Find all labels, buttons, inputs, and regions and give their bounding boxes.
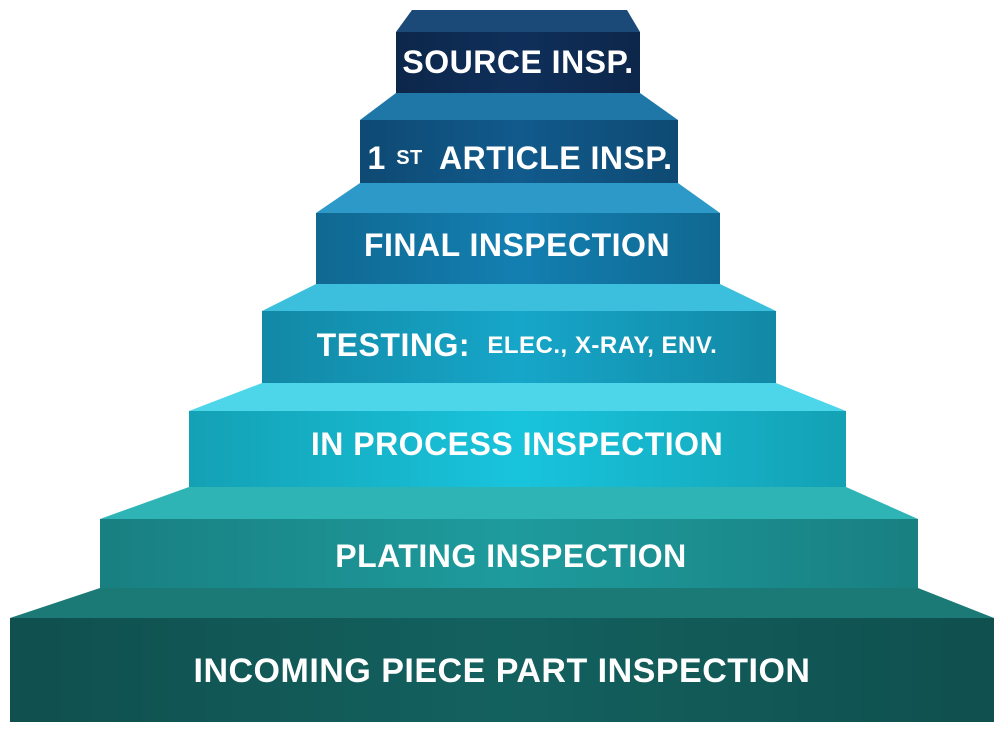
step-shading — [100, 519, 918, 588]
step-label: PLATING INSPECTION — [335, 538, 687, 574]
step-plating-inspection: PLATING INSPECTION — [100, 487, 918, 588]
step-label: TESTING: ELEC., X-RAY, ENV. — [317, 327, 718, 363]
step-top — [262, 284, 776, 311]
step-label-ordinal: ST — [396, 147, 423, 169]
step-top — [10, 588, 994, 618]
step-top — [316, 183, 720, 213]
step-shading — [316, 213, 720, 284]
step-shading — [360, 120, 678, 183]
step-first-article-insp: 1 ST ARTICLE INSP. — [360, 93, 678, 183]
step-source-insp: SOURCE INSP. — [396, 10, 640, 93]
step-label-main: TESTING: — [317, 327, 470, 363]
step-top — [100, 487, 918, 519]
step-label-rest: ARTICLE INSP. — [439, 140, 673, 176]
step-final-inspection: FINAL INSPECTION — [316, 183, 720, 284]
step-testing: TESTING: ELEC., X-RAY, ENV. — [262, 284, 776, 383]
step-label-number: 1 — [368, 140, 386, 176]
step-label: INCOMING PIECE PART INSPECTION — [194, 652, 811, 690]
step-top — [360, 93, 678, 120]
step-shading — [189, 411, 846, 487]
step-top — [189, 383, 846, 411]
step-label: 1 ST ARTICLE INSP. — [368, 140, 673, 176]
step-shading — [10, 618, 994, 722]
step-shading — [396, 32, 640, 93]
step-label: IN PROCESS INSPECTION — [311, 426, 723, 462]
step-label: FINAL INSPECTION — [364, 227, 670, 263]
step-shading — [262, 311, 776, 383]
step-label-sub: ELEC., X-RAY, ENV. — [487, 332, 717, 359]
step-label: SOURCE INSP. — [402, 44, 633, 80]
step-incoming-piece-part-inspection: INCOMING PIECE PART INSPECTION — [10, 588, 994, 722]
step-in-process-inspection: IN PROCESS INSPECTION — [189, 383, 846, 487]
step-top — [396, 10, 640, 32]
